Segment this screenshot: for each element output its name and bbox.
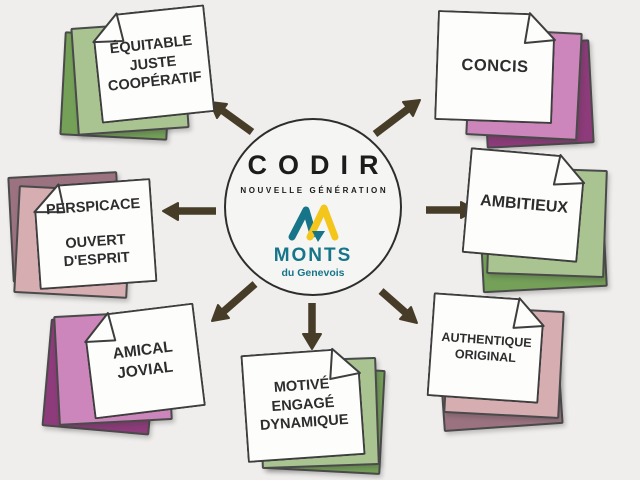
folded-corner-icon (329, 347, 361, 381)
note-line: ORIGINAL (454, 346, 517, 366)
note-stack-left: PERSPICACE OUVERT D'ESPRIT (6, 168, 174, 318)
sticky-note-front: MOTIVÉ ENGAGÉ DYNAMIQUE (240, 347, 365, 463)
arrow-northwest-icon (209, 101, 255, 136)
sticky-note-front: AMBITIEUX (462, 147, 587, 263)
folded-corner-icon (92, 12, 125, 44)
sticky-note-front: ÉQUITABLE JUSTE COOPÉRATIF (91, 4, 216, 123)
sticky-note-front: PERSPICACE OUVERT D'ESPRIT (33, 178, 158, 290)
center-circle: CODIR NOUVELLE GÉNÉRATION MONTS du Genev… (224, 118, 402, 296)
arrow-northeast-icon (372, 99, 421, 137)
sticky-note-front: AMICAL JOVIAL (82, 303, 206, 420)
note-stack-right: AMBITIEUX (462, 150, 634, 305)
note-stack-top-right: CONCIS (432, 8, 600, 153)
sticky-note-front: AUTHENTIQUE ORIGINAL (427, 292, 546, 404)
note-line: PERSPICACE (45, 195, 141, 219)
arrow-west-icon (162, 202, 216, 221)
note-line-spacer (94, 217, 95, 233)
folded-corner-icon (84, 312, 117, 344)
note-line: CONCIS (461, 56, 529, 77)
codir-subtitle: NOUVELLE GÉNÉRATION (240, 186, 389, 195)
folded-corner-icon (33, 183, 66, 214)
codir-title: CODIR (247, 150, 390, 180)
arrow-south-icon (302, 303, 322, 350)
note-line: COOPÉRATIF (107, 69, 203, 96)
folded-corner-icon (552, 153, 586, 186)
note-stack-bottom-left: AMICAL JOVIAL (41, 303, 207, 460)
note-line: D'ESPRIT (63, 250, 131, 271)
note-stack-top-left: ÉQUITABLE JUSTE COOPÉRATIF (56, 8, 216, 148)
arrow-southwest-icon (211, 281, 258, 322)
note-stack-bottom-center: MOTIVÉ ENGAGÉ DYNAMIQUE (238, 345, 408, 478)
note-stack-bottom-right: AUTHENTIQUE ORIGINAL (424, 292, 599, 440)
sticky-note-front: CONCIS (434, 10, 556, 124)
folded-corner-icon (523, 12, 556, 45)
monts-logo-tagline: du Genevois (281, 267, 345, 279)
monts-logo-name: MONTS (273, 245, 353, 266)
monts-mountain-logo-icon (288, 204, 339, 242)
folded-corner-icon (512, 297, 545, 329)
note-line: AMBITIEUX (479, 191, 569, 217)
arrow-southeast-icon (378, 288, 418, 324)
